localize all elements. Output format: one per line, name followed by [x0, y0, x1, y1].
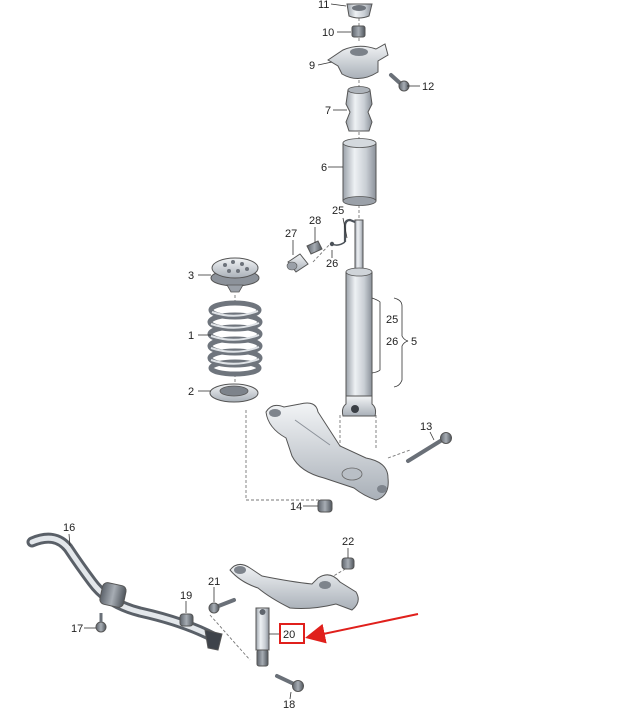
label-26-group: 26 [386, 336, 398, 348]
label-3: 3 [188, 270, 194, 282]
label-10: 10 [322, 27, 334, 39]
label-6: 6 [321, 162, 327, 174]
label-13: 13 [420, 421, 432, 433]
label-5: 5 [411, 336, 417, 348]
assembly-guide-lines [209, 18, 411, 661]
label-26-sensor: 26 [326, 258, 338, 270]
part-19-nut [179, 613, 194, 627]
part-13-bolt [406, 432, 452, 463]
part-2-lower-spring-seat [209, 383, 259, 403]
label-20: 20 [283, 629, 295, 641]
label-1: 1 [188, 330, 194, 342]
label-18: 18 [283, 699, 295, 711]
label-14: 14 [290, 501, 302, 513]
red-pointer-arrow [305, 613, 419, 644]
part-12-bolt [389, 73, 410, 92]
label-16: 16 [63, 522, 75, 534]
part-25-sensor-line [329, 218, 356, 247]
part-1-coil-spring [207, 300, 263, 377]
label-28: 28 [309, 215, 321, 227]
leader-lines [68, 3, 435, 700]
label-19: 19 [180, 590, 192, 602]
part-11-top-cap [346, 3, 373, 19]
part-27-plug [286, 253, 309, 273]
part-20-highlight-box [279, 623, 305, 644]
label-11: 11 [318, 0, 329, 11]
part-14-nut [317, 499, 333, 513]
label-25-group: 25 [386, 314, 398, 326]
part-28-connector [306, 240, 323, 255]
part-21-bolt [208, 598, 236, 614]
part-3-upper-spring-seat [210, 257, 260, 293]
label-25-sensor: 25 [332, 205, 344, 217]
highlight-callout [279, 613, 419, 644]
label-12: 12 [422, 81, 434, 93]
label-7: 7 [325, 105, 331, 117]
part-9-strut-mount [327, 43, 389, 79]
part-10-nut [351, 25, 366, 38]
upper-link-arm [229, 564, 359, 611]
label-9: 9 [309, 60, 315, 72]
part-number-labels: 11 10 9 12 7 6 25 28 27 26 3 1 2 25 26 5… [63, 0, 434, 711]
part-18-bolt [275, 674, 304, 692]
part-16-stabilizer-bar [26, 532, 223, 651]
label-27: 27 [285, 228, 297, 240]
label-2: 2 [188, 386, 194, 398]
part-7-bump-stop [345, 86, 373, 132]
part-6-dust-boot [342, 138, 377, 206]
lower-control-arm [265, 402, 389, 501]
part-20-coupling-rod [255, 607, 270, 667]
label-22: 22 [342, 536, 354, 548]
label-21: 21 [208, 576, 220, 588]
part-17-bolt [95, 613, 107, 633]
part-5-shock-absorber [341, 219, 377, 417]
part-22-nut [341, 557, 355, 570]
label-17: 17 [71, 623, 83, 635]
